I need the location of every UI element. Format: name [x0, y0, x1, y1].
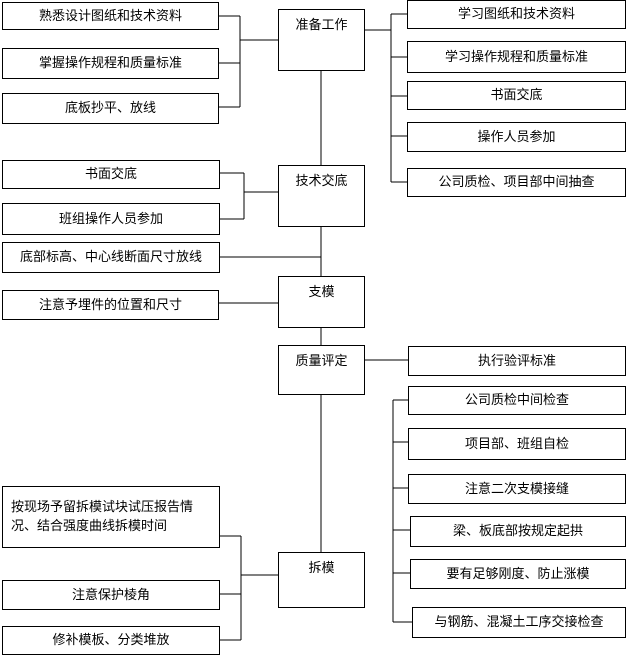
- prep-left-item: 掌握操作规程和质量标准: [2, 48, 219, 79]
- step-technical-briefing: 技术交底: [278, 165, 365, 227]
- prep-left-item: 底板抄平、放线: [2, 93, 219, 124]
- prep-right-item: 公司质检、项目部中间抽查: [407, 168, 626, 197]
- quality-right-item: 注意二次支模接缝: [408, 474, 626, 504]
- formwork-left-item: 注意予埋件的位置和尺寸: [2, 290, 219, 320]
- quality-right-item: 与钢筋、混凝土工序交接检查: [412, 607, 626, 638]
- prep-right-item: 学习图纸和技术资料: [407, 0, 626, 29]
- step-preparation: 准备工作: [278, 9, 365, 71]
- step-quality-assessment: 质量评定: [278, 345, 365, 395]
- quality-right-item: 执行验评标准: [408, 346, 626, 376]
- prep-right-item: 操作人员参加: [407, 122, 626, 152]
- step-formwork: 支模: [278, 276, 365, 328]
- remove-left-item: 注意保护棱角: [2, 580, 220, 610]
- quality-right-item: 公司质检中间检查: [408, 386, 626, 415]
- step-formwork-removal: 拆模: [278, 552, 365, 608]
- quality-right-item: 要有足够刚度、防止涨模: [410, 559, 626, 589]
- tech-left-item: 底部标高、中心线断面尺寸放线: [2, 242, 220, 273]
- quality-right-item: 项目部、班组自检: [408, 428, 626, 460]
- prep-right-item: 学习操作规程和质量标准: [407, 41, 626, 73]
- remove-left-item: 修补模板、分类堆放: [2, 626, 220, 655]
- prep-right-item: 书面交底: [407, 81, 626, 110]
- tech-left-item: 书面交底: [2, 160, 220, 189]
- quality-right-item: 梁、板底部按规定起拱: [410, 516, 626, 547]
- remove-left-item: 按现场予留拆模试块试压报告情况、结合强度曲线拆模时间: [2, 486, 220, 548]
- prep-left-item: 熟悉设计图纸和技术资料: [2, 2, 219, 30]
- tech-left-item: 班组操作人员参加: [2, 203, 220, 235]
